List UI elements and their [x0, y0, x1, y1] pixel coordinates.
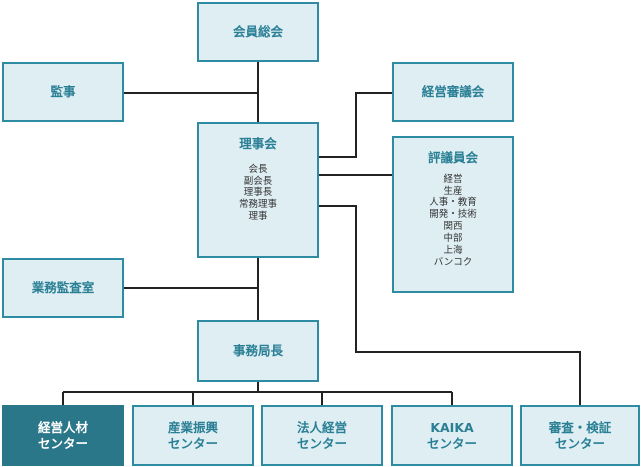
node-label: 監事 [50, 84, 76, 100]
center-name: 審査・検証 [548, 419, 612, 435]
center-suffix: センター [167, 435, 218, 451]
node-label: 業務監査室 [31, 280, 95, 296]
center-industry-promotion[interactable]: 産業振興 センター [132, 405, 254, 466]
center-review-verification[interactable]: 審査・検証 センター [520, 405, 640, 466]
center-suffix: センター [426, 435, 477, 451]
center-corporate-management[interactable]: 法人経営 センター [261, 405, 383, 466]
node-label: 経営審議会 [421, 84, 485, 100]
member-item: 中部 [443, 233, 463, 244]
node-general-meeting: 会員総会 [197, 2, 319, 62]
node-title: 評議員会 [427, 150, 478, 165]
center-kaika[interactable]: KAIKA センター [391, 405, 513, 466]
member-item: バンコク [433, 256, 473, 268]
center-management-talent[interactable]: 経営人材 センター [2, 405, 124, 466]
node-label: 事務局長 [232, 343, 283, 359]
node-label: 会員総会 [232, 24, 283, 40]
node-secretary-general: 事務局長 [197, 320, 319, 382]
member-item: 理事長 [243, 187, 273, 199]
center-name: 法人経営 [296, 419, 347, 435]
node-internal-audit: 業務監査室 [2, 258, 124, 318]
center-suffix: センター [554, 435, 605, 451]
member-item: 副会長 [243, 175, 273, 187]
node-auditor: 監事 [2, 62, 124, 122]
member-item: 理事 [248, 211, 268, 223]
node-councilors: 評議員会 経営 生産 人事・教育 開発・技術 関西 中部 上海 バンコク [392, 136, 514, 293]
councilor-member-list: 経営 生産 人事・教育 開発・技術 関西 中部 上海 バンコク [429, 174, 477, 269]
center-name: KAIKA [430, 419, 474, 435]
center-suffix: センター [296, 435, 347, 451]
center-name: 経営人材 [37, 419, 88, 435]
node-management-council: 経営審議会 [392, 62, 514, 122]
center-name: 産業振興 [167, 419, 218, 435]
center-suffix: センター [37, 435, 88, 451]
node-title: 理事会 [239, 136, 277, 151]
member-item: 経営 [443, 173, 463, 185]
member-item: 人事・教育 [429, 197, 477, 209]
member-item: 常務理事 [238, 199, 277, 211]
member-item: 関西 [443, 221, 463, 233]
member-item: 生産 [443, 185, 463, 197]
member-item: 会長 [248, 163, 268, 175]
board-member-list: 会長 副会長 理事長 常務理事 理事 [239, 164, 277, 223]
member-item: 開発・技術 [429, 209, 477, 221]
member-item: 上海 [443, 244, 463, 256]
node-board: 理事会 会長 副会長 理事長 常務理事 理事 [197, 122, 319, 258]
